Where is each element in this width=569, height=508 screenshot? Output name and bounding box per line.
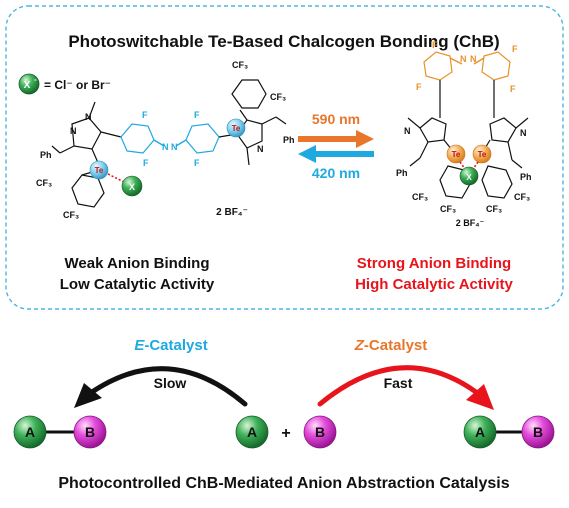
e-cf3-label-3: CF₃	[232, 60, 248, 70]
e-chalcogen-bond	[107, 173, 125, 183]
z-chalcogen-bond-right	[472, 161, 479, 170]
e-anion-ball	[121, 175, 143, 197]
z-te-atom-right	[472, 144, 492, 164]
z-counterion: 2 BF₄⁻	[456, 218, 485, 228]
z-te-label-right: Te	[478, 150, 487, 159]
top-frame	[5, 5, 564, 310]
slow-label: Slow	[154, 375, 187, 391]
z-cf3-label-1: CF₃	[412, 192, 428, 202]
z-ph-label-left: Ph	[396, 168, 408, 178]
z-n-label-2: N	[520, 128, 527, 138]
z-azo-label-1: N	[460, 54, 467, 64]
mid-ball-b-label: B	[315, 424, 325, 440]
z-cf3-label-4: CF₃	[514, 192, 530, 202]
left-ball-a-label: A	[25, 424, 35, 440]
z-caption-line1: Strong Anion Binding	[357, 255, 511, 272]
backward-arrow-shaft	[314, 151, 374, 157]
e-f-label-2: F	[143, 158, 149, 168]
e-n-label-2: N	[70, 126, 77, 136]
e-te-atom-left	[89, 160, 109, 180]
e-ph-label: Ph	[40, 150, 52, 160]
e-ph-label-2: Ph	[283, 135, 295, 145]
fast-arrow-head	[466, 384, 494, 410]
e-f-label-1: F	[142, 110, 148, 120]
left-ball-b	[73, 415, 107, 449]
z-caption-line2: High Catalytic Activity	[355, 276, 513, 293]
e-n-label-1: N	[85, 112, 92, 122]
z-f-label-2: F	[416, 82, 422, 92]
right-ball-a	[463, 415, 497, 449]
anion-legend-ball	[18, 73, 40, 95]
mid-ball-a-label: A	[247, 424, 257, 440]
photoswitch-arrows: 590 nm 420 nm	[298, 111, 374, 181]
mid-ball-a	[235, 415, 269, 449]
z-te-label-left: Te	[452, 150, 461, 159]
z-anion-ball	[459, 166, 479, 186]
e-catalyst-label: E-Catalyst	[134, 337, 207, 354]
e-catalyst-suffix: -Catalyst	[144, 337, 207, 354]
e-cf3-label-4: CF₃	[270, 92, 286, 102]
e-f-label-3: F	[194, 110, 200, 120]
e-caption-line2: Low Catalytic Activity	[60, 276, 215, 293]
slow-arrow	[89, 366, 248, 407]
z-f-label-3: F	[512, 44, 518, 54]
e-n-label-3: N	[257, 144, 264, 154]
z-te-atom-left	[446, 144, 466, 164]
backward-arrow-head	[298, 145, 316, 163]
e-caption-line1: Weak Anion Binding	[65, 255, 210, 272]
z-cf3-label-3: CF₃	[486, 204, 502, 214]
e-cf3-label-1: CF₃	[36, 178, 52, 188]
forward-arrow-shaft	[298, 136, 358, 142]
anion-legend: X - = Cl⁻ or Br⁻	[18, 73, 111, 95]
backward-wavelength: 420 nm	[312, 165, 360, 181]
plus-sign: +	[281, 425, 290, 442]
z-catalyst-prefix: Z	[354, 337, 365, 354]
forward-arrow-head	[356, 130, 374, 148]
anion-legend-symbol: X	[24, 80, 31, 91]
e-catalyst-prefix: E	[134, 337, 145, 354]
right-ball-b	[521, 415, 555, 449]
z-n-label-1: N	[404, 126, 411, 136]
frame-title: Photoswitchable Te-Based Chalcogen Bondi…	[68, 32, 499, 51]
z-catalyst-label: Z-Catalyst	[354, 337, 428, 354]
slow-arrow-head	[74, 383, 102, 408]
forward-wavelength: 590 nm	[312, 111, 360, 127]
anion-legend-text: = Cl⁻ or Br⁻	[44, 78, 111, 92]
e-te-label-right: Te	[232, 124, 241, 133]
z-cf3-label-2: CF₃	[440, 204, 456, 214]
z-chalcogen-bond-left	[459, 161, 466, 170]
right-ball-b-label: B	[533, 424, 543, 440]
fast-label: Fast	[384, 375, 413, 391]
anion-legend-charge: -	[34, 75, 37, 84]
left-ball-b-label: B	[85, 424, 95, 440]
mid-ball-b	[303, 415, 337, 449]
e-f-label-4: F	[194, 158, 200, 168]
z-f-label-4: F	[510, 84, 516, 94]
e-azo-label-1: N	[162, 142, 169, 152]
e-counterion: 2 BF₄⁻	[216, 207, 248, 218]
z-f-label-1: F	[432, 40, 438, 50]
e-te-atom-right	[226, 118, 246, 138]
e-azo-label-2: N	[171, 142, 178, 152]
e-anion-label: X	[129, 182, 135, 192]
footer-caption: Photocontrolled ChB-Mediated Anion Abstr…	[58, 475, 509, 492]
e-te-label-left: Te	[95, 166, 104, 175]
fast-arrow	[317, 365, 479, 407]
z-ph-label-right: Ph	[520, 172, 532, 182]
z-anion-label: X	[466, 173, 472, 182]
z-catalyst-suffix: -Catalyst	[364, 337, 427, 354]
right-ball-a-label: A	[475, 424, 485, 440]
left-ball-a	[13, 415, 47, 449]
z-azo-label-2: N	[470, 54, 477, 64]
e-cf3-label-2: CF₃	[63, 210, 79, 220]
